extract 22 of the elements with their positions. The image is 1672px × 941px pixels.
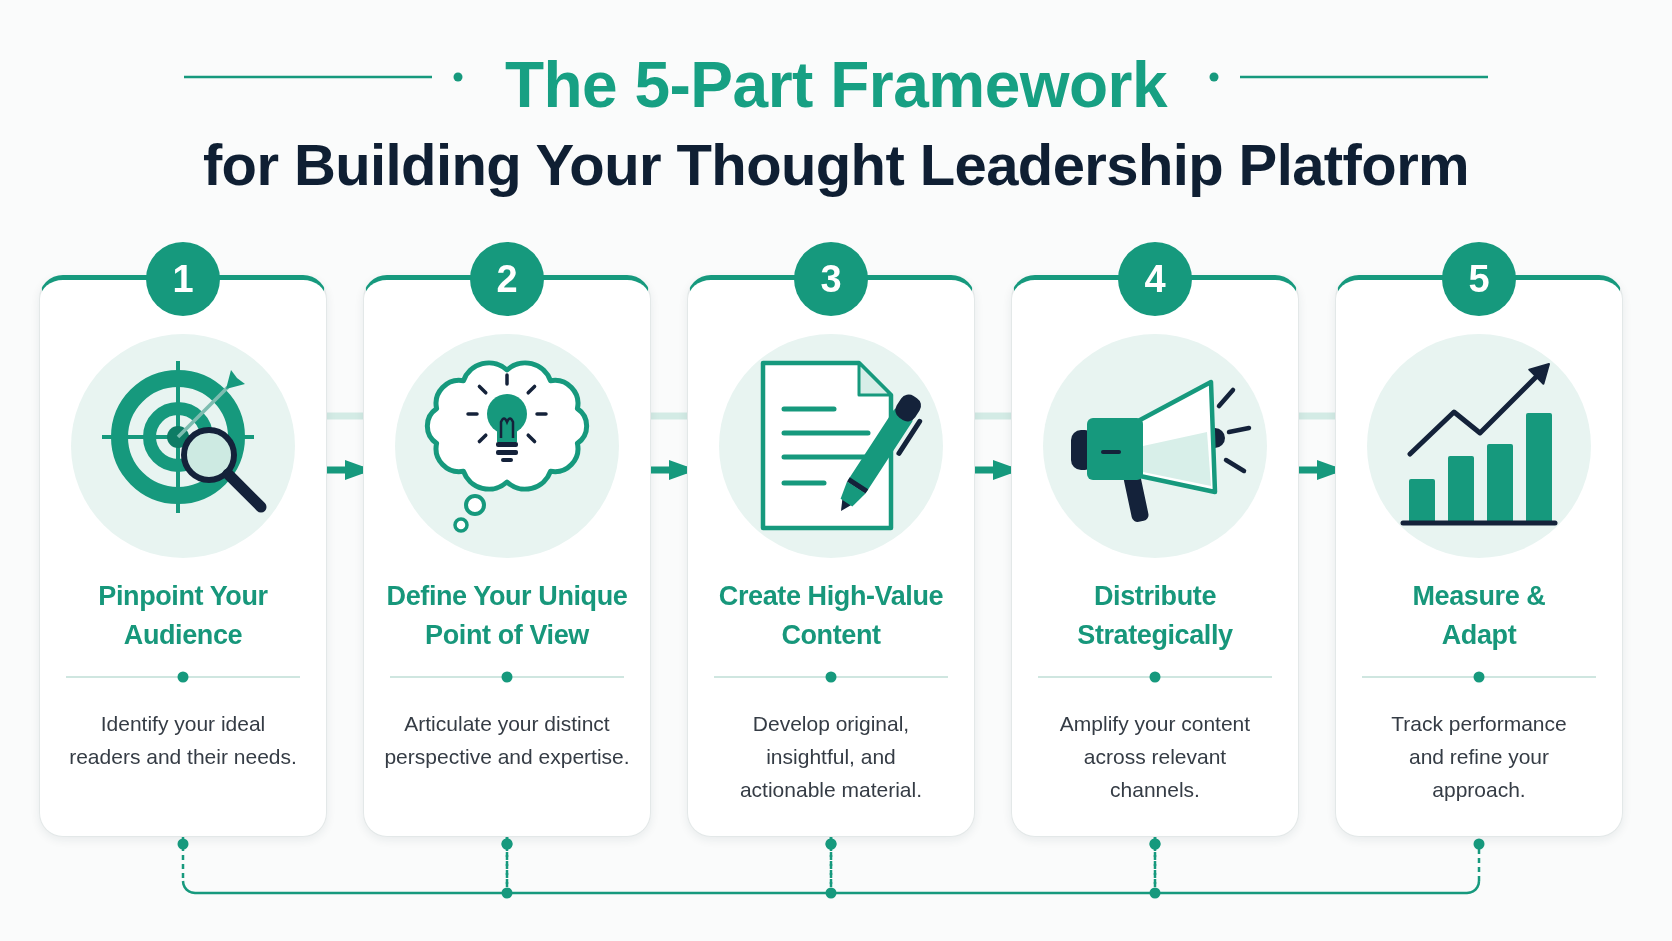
step-description: Articulate your distinct perspective and expertise. (383, 710, 631, 770)
step-description: Identify your ideal readers and their needs. (68, 710, 298, 770)
step-title: Pinpoint Your Audience (97, 579, 269, 652)
step-title: Create High-Value Content (717, 579, 945, 652)
step-number: 5 (1442, 242, 1516, 316)
step-title: Distribute Strategically (1076, 579, 1234, 652)
track-line (975, 412, 1011, 420)
step-number: 1 (146, 242, 220, 316)
step-number: 2 (470, 242, 544, 316)
step-description: Track performance and refine your approach. (1390, 710, 1568, 803)
page-title: The 5-Part Framework (504, 48, 1168, 122)
track-line (1299, 412, 1335, 420)
page-subtitle: for Building Your Thought Leadership Platform (202, 131, 1470, 199)
step-title: Define Your Unique Point of View (385, 579, 629, 652)
step-number: 3 (794, 242, 868, 316)
track-line (327, 412, 363, 420)
step-description: Amplify your content across relevant channels. (1058, 710, 1252, 803)
track-line (651, 412, 687, 420)
step-title: Measure & Adapt (1411, 579, 1547, 652)
step-description: Develop original, insightful, and actionable material. (738, 710, 924, 803)
connector-line (1149, 837, 1485, 895)
step-number: 4 (1118, 242, 1192, 316)
